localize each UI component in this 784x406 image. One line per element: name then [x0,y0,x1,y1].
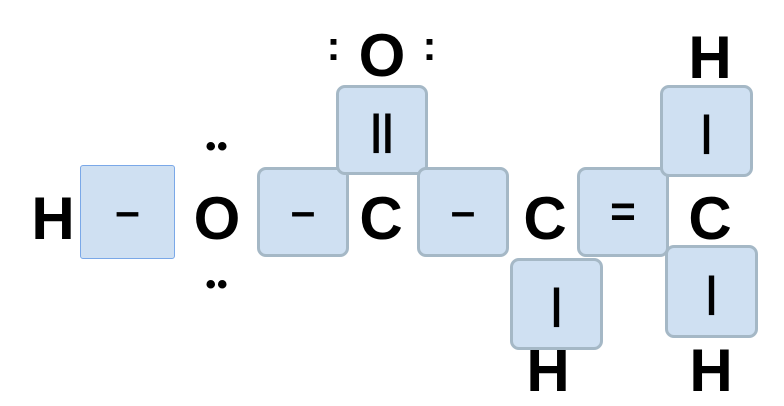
double-bond-vertical-symbol: || [370,106,394,153]
bond-c-o-double-tile[interactable]: || [336,85,428,175]
single-bond-vertical-symbol: | [705,267,718,315]
hydrogen-left-atom: H [31,185,75,252]
hydrogen-bottom-middle-atom: H [526,337,570,404]
carbon-right-atom: C [688,185,732,252]
ester-oxygen-top-lone-pair: •• [205,130,229,163]
single-bond-vertical-symbol: | [700,107,713,154]
double-bond-symbol: = [610,187,636,236]
bond-o-c-single-tile[interactable]: – [257,167,349,257]
bond-c-h-top-tile[interactable]: | [660,85,753,177]
carbon-middle-atom: C [523,185,567,252]
single-bond-symbol: – [450,187,476,236]
hydrogen-top-atom: H [688,24,732,91]
carbonyl-oxygen-right-lone-pair: : [422,22,438,69]
bond-h-o-single-tile[interactable]: – [80,165,175,259]
hydrogen-bottom-right-atom: H [689,337,733,404]
oxygen-carbonyl-atom: O [358,22,406,89]
bond-c-h-bottom-right-tile[interactable]: | [665,245,758,338]
carbon-carbonyl-atom: C [359,185,403,252]
single-bond-vertical-symbol: | [550,280,563,327]
carbonyl-oxygen-left-lone-pair: : [326,22,342,69]
bond-c-c-single-tile[interactable]: – [417,167,509,257]
bond-c-c-double-tile[interactable]: = [577,167,669,257]
single-bond-symbol: – [115,187,140,236]
ester-oxygen-bottom-lone-pair: •• [205,268,229,301]
single-bond-symbol: – [290,187,316,236]
bond-c-h-bottom-middle-tile[interactable]: | [510,258,603,350]
oxygen-ester-atom: O [193,185,241,252]
